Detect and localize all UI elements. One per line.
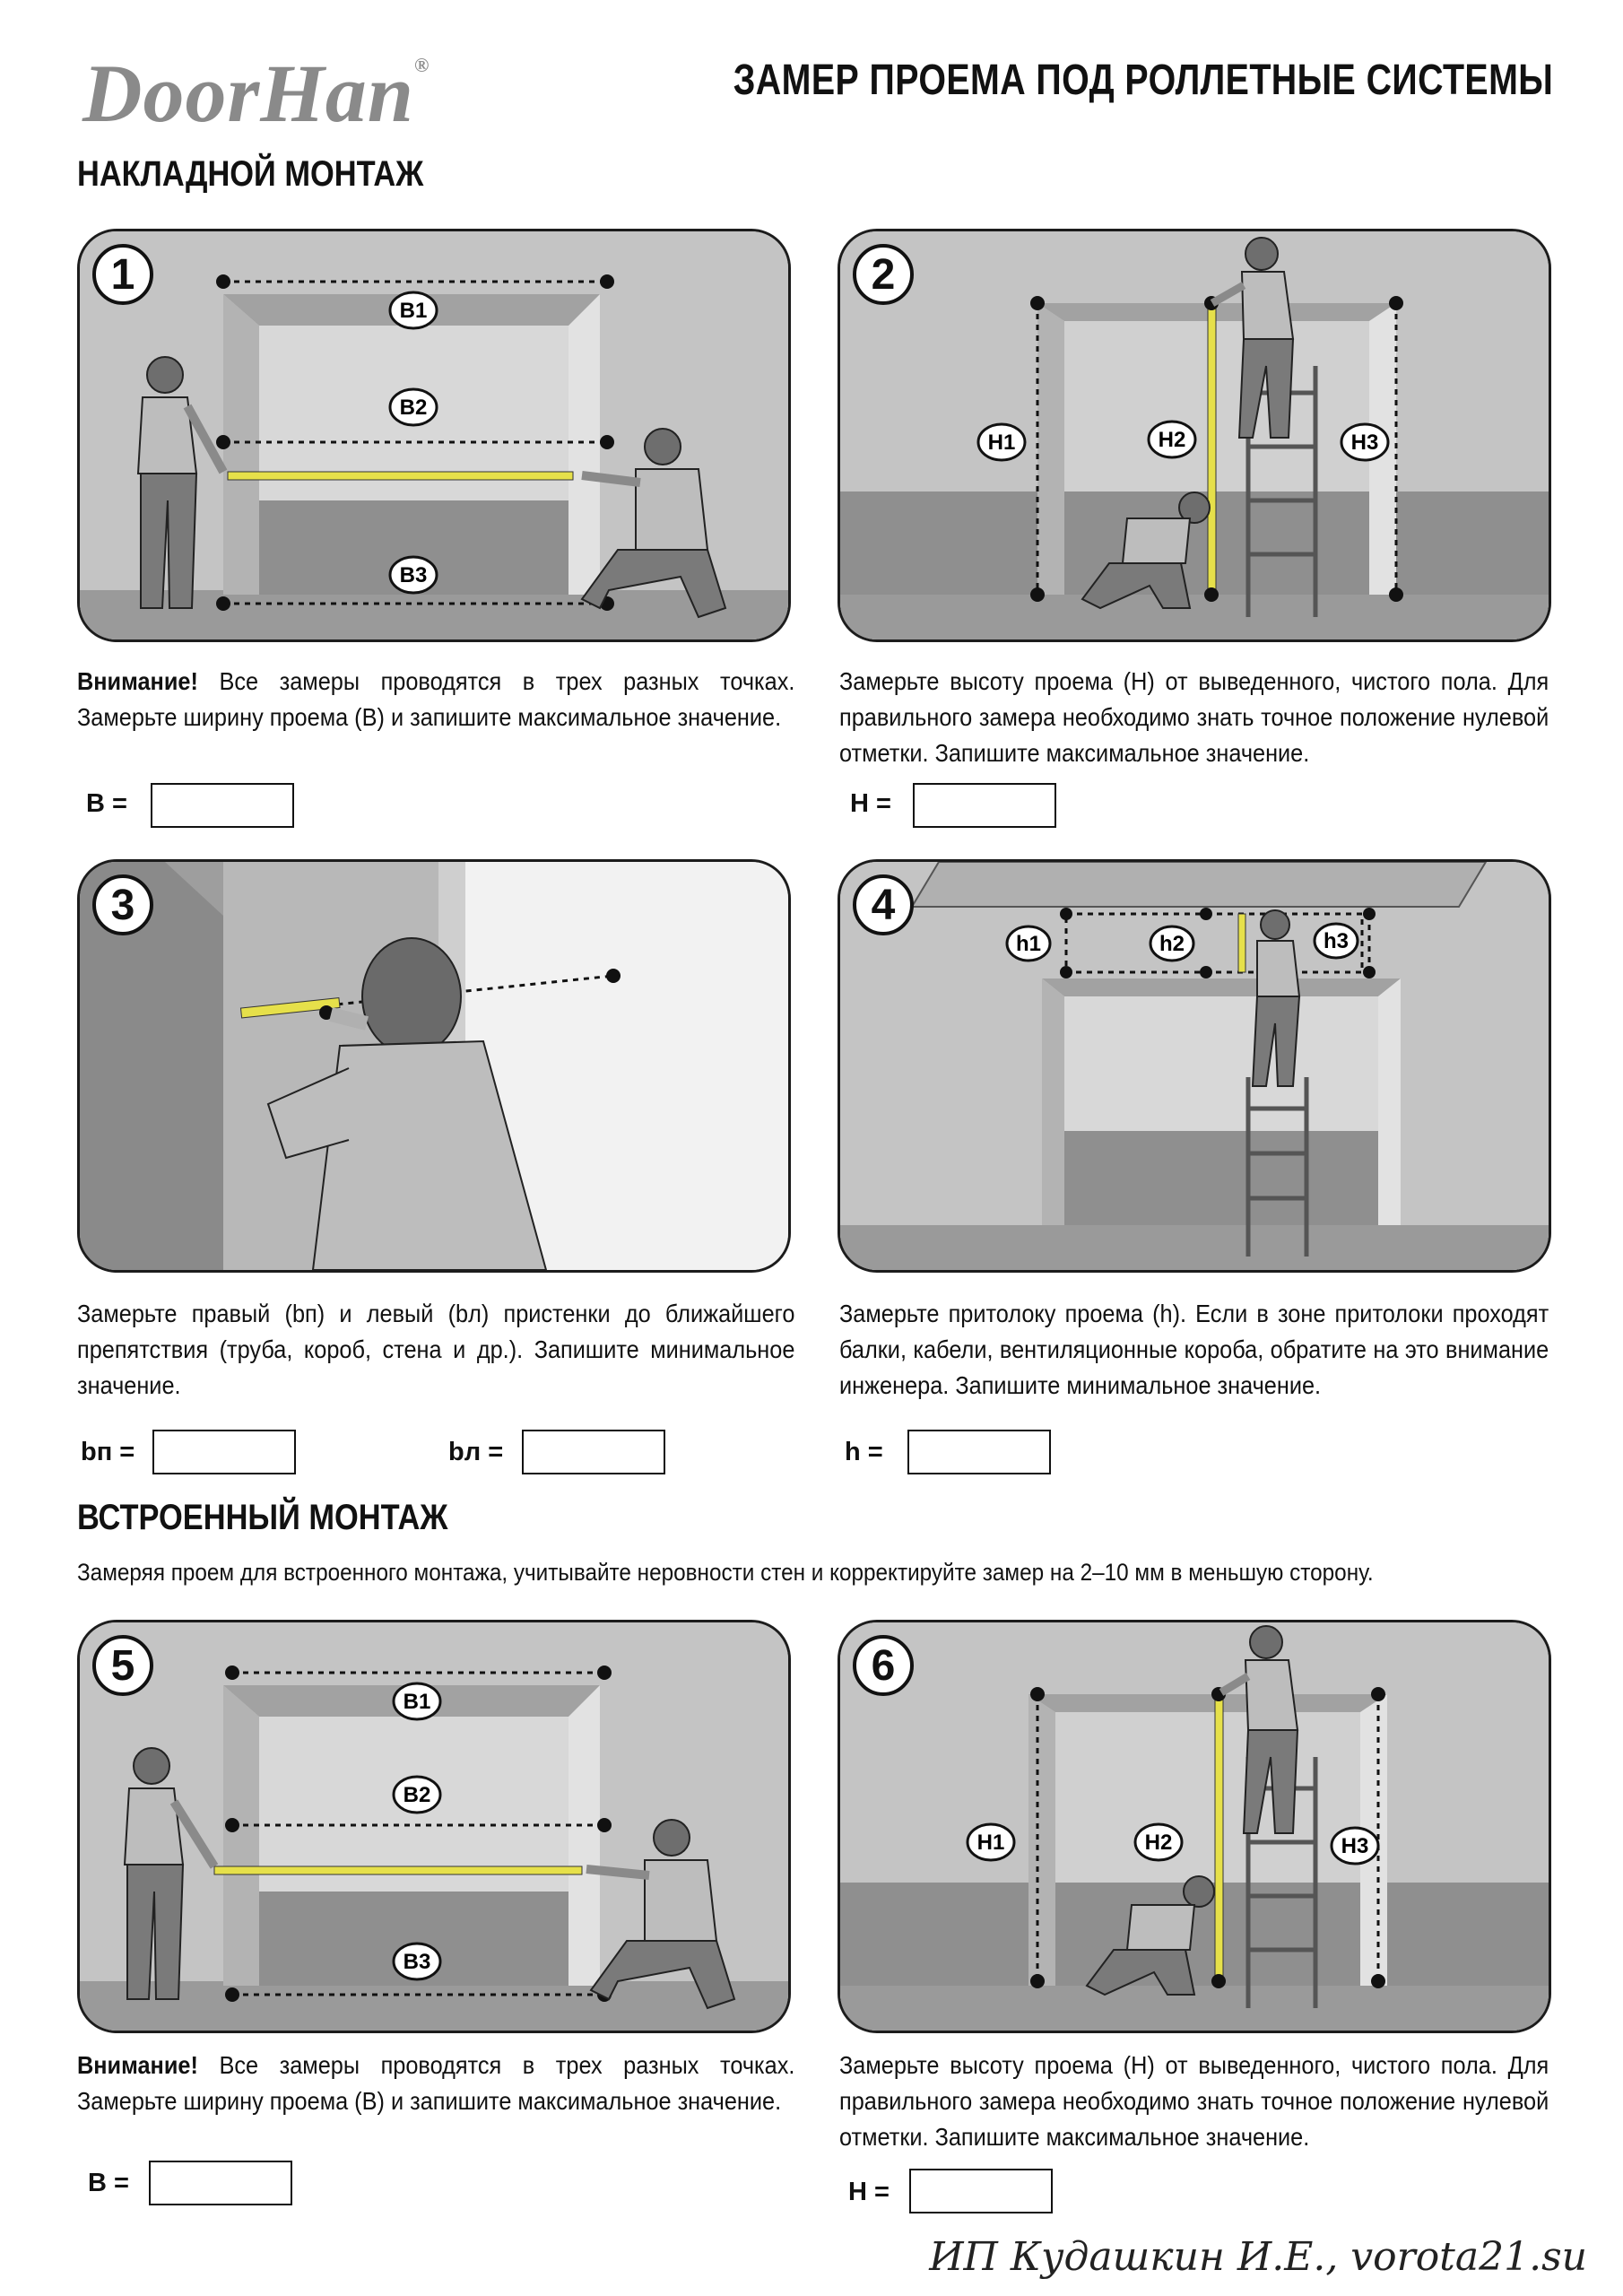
person-standing-icon	[136, 356, 228, 609]
person-standing-icon	[123, 1747, 219, 2000]
brand-name: DoorHan	[82, 48, 414, 139]
person-on-ladder-icon	[1219, 1625, 1299, 1834]
label-b1: B1	[404, 1690, 431, 1714]
signature: ИП Кудашкин И.Е., vorota21.su	[929, 2234, 1587, 2280]
ladder-icon	[1245, 1077, 1309, 1257]
label-b3: B3	[400, 563, 428, 587]
label-b2: B2	[400, 396, 428, 420]
step-1-illustration: B1 B2 B3 1	[77, 229, 791, 642]
step-5-description: Внимание! Все замеры проводятся в трех р…	[77, 2048, 794, 2119]
label-h1: H1	[977, 1831, 1005, 1855]
inset-height-scene: H1 H2 H3	[840, 1622, 1549, 2031]
label-b2: B2	[404, 1783, 431, 1807]
label-lintel-h2: h2	[1159, 932, 1185, 956]
step-1-description: Внимание! Все замеры проводятся в трех р…	[77, 664, 794, 735]
input-lintel[interactable]	[907, 1430, 1051, 1474]
step-2-description: Замерьте высоту проема (H) от выведенног…	[839, 667, 1549, 767]
opening-width-scene: B1 B2 B3	[80, 231, 788, 639]
warning-label: Внимание!	[77, 667, 198, 695]
field-label-h: H =	[850, 789, 891, 818]
label-h2: H2	[1159, 428, 1186, 452]
label-lintel-h1: h1	[1016, 932, 1041, 956]
label-h1: H1	[988, 430, 1016, 455]
step-number-badge: 3	[92, 874, 153, 935]
input-h-bottom[interactable]	[909, 2169, 1053, 2213]
step-5-text: Все замеры проводятся в трех разных точк…	[77, 2051, 795, 2115]
person-on-ladder-icon	[1251, 909, 1301, 1087]
step-1-text: Все замеры проводятся в трех разных точк…	[77, 667, 795, 731]
step-3-illustration: 3	[77, 859, 791, 1273]
step-4-illustration: h1 h2 h3 4	[838, 859, 1551, 1273]
brand-logo: DoorHan®	[82, 52, 430, 135]
section-title-inset: ВСТРОЕННЫЙ МОНТАЖ	[77, 1498, 448, 1537]
input-b-bottom[interactable]	[149, 2161, 292, 2205]
inset-width-scene: B1 B2 B3	[80, 1622, 788, 2031]
page-title: ЗАМЕР ПРОЕМА ПОД РОЛЛЕТНЫЕ СИСТЕМЫ	[733, 57, 1553, 104]
step-4-description: Замерьте притолоку проема (h). Если в зо…	[839, 1300, 1549, 1399]
label-h3: H3	[1351, 430, 1379, 455]
input-h-top[interactable]	[913, 783, 1056, 828]
person-kneeling-icon	[580, 428, 727, 619]
label-h2: H2	[1145, 1831, 1173, 1855]
section-note: Замеряя проем для встроенного монтажа, у…	[77, 1559, 1374, 1586]
person-kneeling-icon	[1085, 1875, 1215, 1996]
field-label-b: B =	[86, 789, 127, 818]
input-bp[interactable]	[152, 1430, 296, 1474]
label-b1: B1	[400, 299, 428, 323]
label-h3: H3	[1341, 1834, 1369, 1858]
step-number-badge: 6	[853, 1635, 914, 1696]
step-6-description: Замерьте высоту проема (H) от выведенног…	[839, 2051, 1549, 2151]
step-3-description: Замерьте правый (bп) и левый (bл) присте…	[77, 1300, 795, 1399]
field-label-b: B =	[88, 2169, 129, 2197]
person-kneeling-icon	[586, 1819, 736, 2010]
person-on-ladder-icon	[1210, 237, 1295, 439]
lintel-height-scene: h1 h2 h3	[840, 862, 1549, 1270]
warning-label: Внимание!	[77, 2051, 198, 2079]
step-5-illustration: B1 B2 B3 5	[77, 1620, 791, 2033]
input-b-top[interactable]	[151, 783, 294, 828]
registered-mark: ®	[413, 54, 430, 76]
step-6-illustration: H1 H2 H3 6	[838, 1620, 1551, 2033]
field-label-bp: bп =	[81, 1438, 135, 1466]
field-label-lintel: h =	[845, 1438, 883, 1466]
label-b3: B3	[404, 1950, 431, 1974]
field-label-bl: bл =	[448, 1438, 504, 1466]
step-number-badge: 2	[853, 244, 914, 305]
side-clearance-scene	[80, 862, 788, 1270]
step-2-illustration: H1 H2 H3 2	[838, 229, 1551, 642]
opening-height-scene: H1 H2 H3	[840, 231, 1549, 639]
step-number-badge: 4	[853, 874, 914, 935]
section-title-overlay: НАКЛАДНОЙ МОНТАЖ	[77, 154, 424, 194]
input-bl[interactable]	[522, 1430, 665, 1474]
step-number-badge: 5	[92, 1635, 153, 1696]
label-lintel-h3: h3	[1324, 929, 1349, 953]
step-number-badge: 1	[92, 244, 153, 305]
person-kneeling-icon	[1081, 491, 1211, 610]
field-label-h: H =	[848, 2178, 890, 2206]
person-measuring-icon	[266, 937, 548, 1270]
